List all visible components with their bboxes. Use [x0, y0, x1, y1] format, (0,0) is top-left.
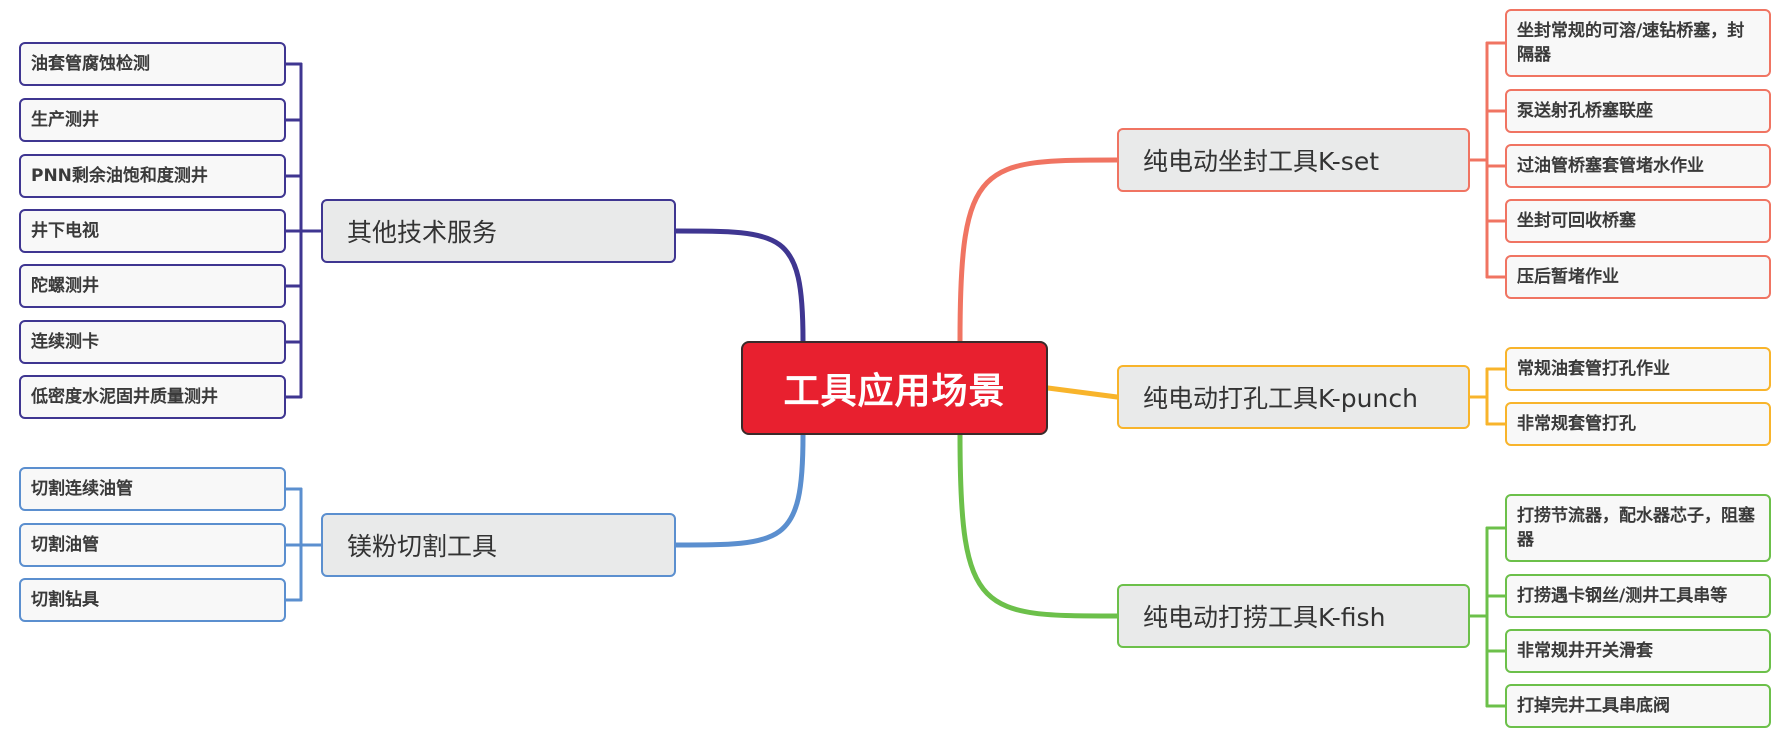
leaf-k-punch-2[interactable]: 非常规套管打孔 — [1505, 402, 1771, 446]
leaf-k-set-4[interactable]: 坐封可回收桥塞 — [1505, 199, 1771, 243]
leaf-other-1[interactable]: 油套管腐蚀检测 — [19, 42, 286, 86]
leaf-k-set-1[interactable]: 坐封常规的可溶/速钻桥塞，封隔器 — [1505, 9, 1771, 77]
root-link-1 — [1045, 385, 1120, 400]
root-link-3 — [673, 228, 806, 344]
leaf-mg-cutter-2[interactable]: 切割油管 — [19, 523, 286, 567]
leaf-k-fish-1[interactable]: 打捞节流器，配水器芯子，阻塞器 — [1505, 494, 1771, 562]
branch-mg-cutter[interactable]: 镁粉切割工具 — [321, 513, 676, 577]
leaf-other-2[interactable]: 生产测井 — [19, 98, 286, 142]
leaf-mg-cutter-3[interactable]: 切割钻具 — [19, 578, 286, 622]
leaf-k-set-2[interactable]: 泵送射孔桥塞联座 — [1505, 89, 1771, 133]
branch-other-services[interactable]: 其他技术服务 — [321, 199, 676, 263]
root-link-0 — [957, 157, 1120, 344]
leaf-other-7[interactable]: 低密度水泥固井质量测井 — [19, 375, 286, 419]
root-link-4 — [673, 432, 806, 548]
branch-k-fish[interactable]: 纯电动打捞工具K-fish — [1117, 584, 1470, 648]
leaf-k-fish-3[interactable]: 非常规井开关滑套 — [1505, 629, 1771, 673]
root-node[interactable]: 工具应用场景 — [741, 341, 1048, 435]
leaf-other-4[interactable]: 井下电视 — [19, 209, 286, 253]
leaf-k-set-5[interactable]: 压后暂堵作业 — [1505, 255, 1771, 299]
leaf-other-6[interactable]: 连续测卡 — [19, 320, 286, 364]
leaf-k-fish-2[interactable]: 打捞遇卡钢丝/测井工具串等 — [1505, 574, 1771, 618]
branch-k-punch[interactable]: 纯电动打孔工具K-punch — [1117, 365, 1470, 429]
leaf-k-punch-1[interactable]: 常规油套管打孔作业 — [1505, 347, 1771, 391]
branch-k-set[interactable]: 纯电动坐封工具K-set — [1117, 128, 1470, 192]
leaf-k-set-3[interactable]: 过油管桥塞套管堵水作业 — [1505, 144, 1771, 188]
leaf-other-3[interactable]: PNN剩余油饱和度测井 — [19, 154, 286, 198]
leaf-other-5[interactable]: 陀螺测井 — [19, 264, 286, 308]
root-link-2 — [957, 432, 1120, 619]
leaf-k-fish-4[interactable]: 打掉完井工具串底阀 — [1505, 684, 1771, 728]
leaf-mg-cutter-1[interactable]: 切割连续油管 — [19, 467, 286, 511]
